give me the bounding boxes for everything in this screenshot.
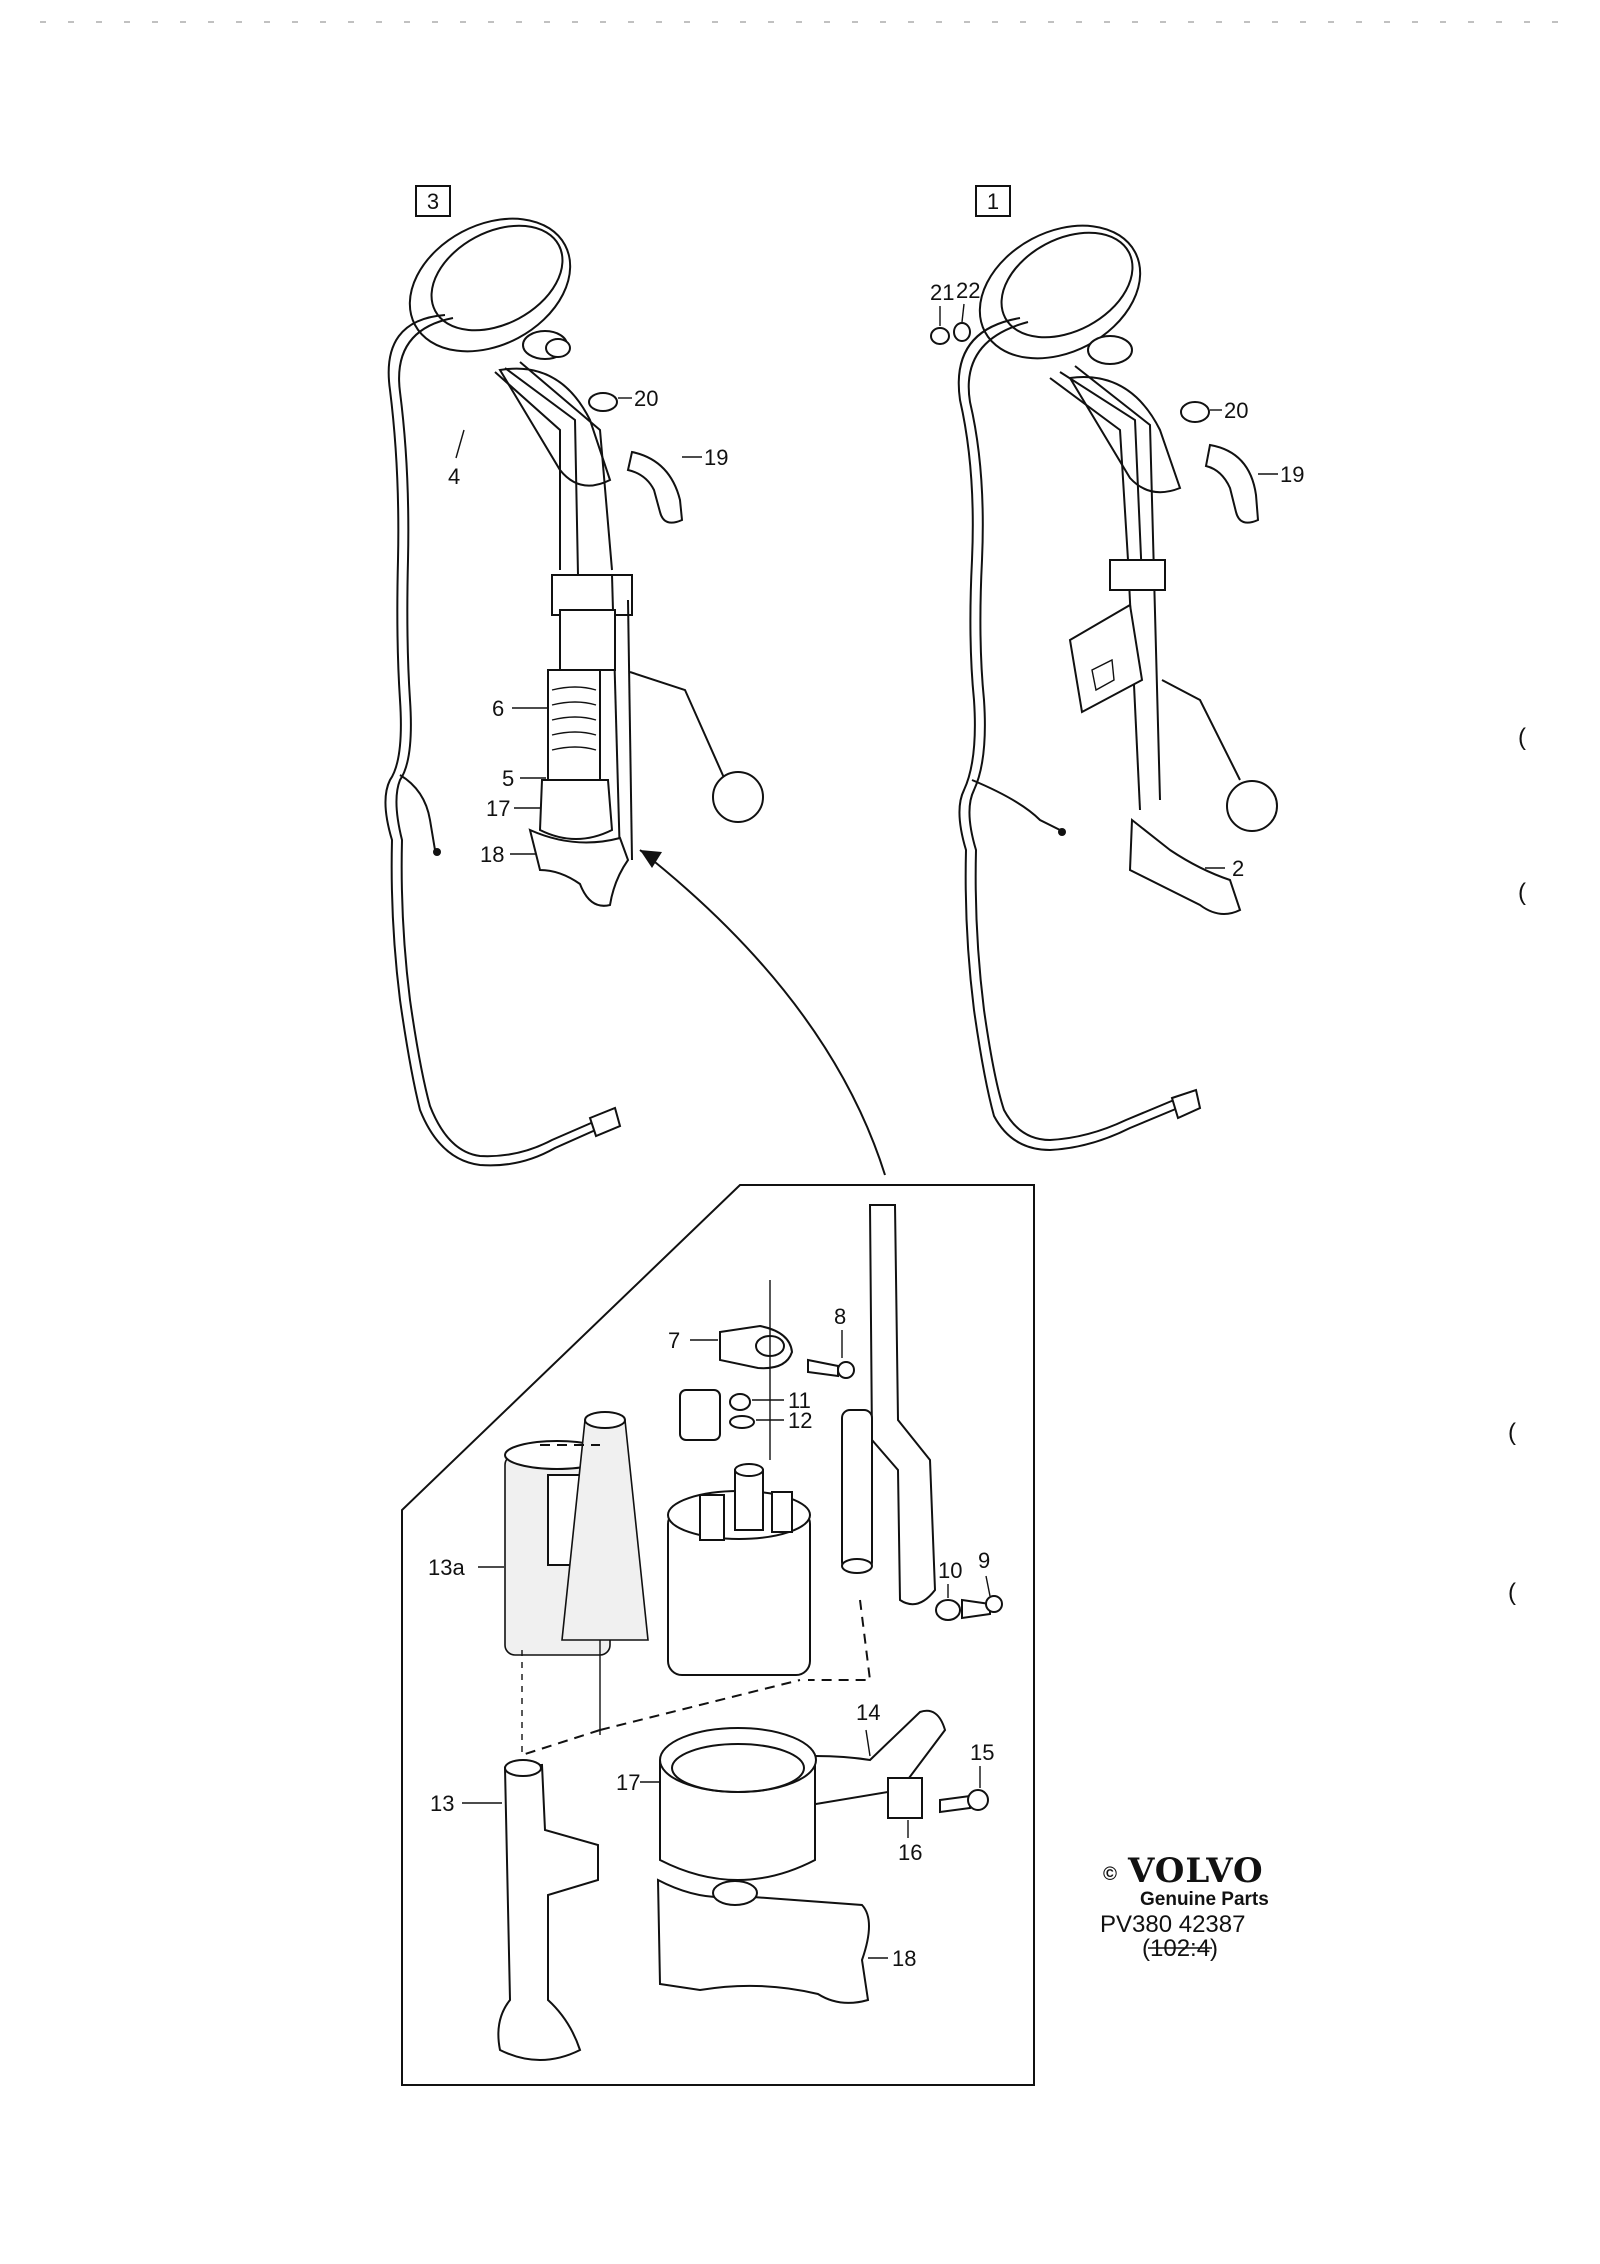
pickup-13 [497, 1763, 599, 2061]
rubber-hose [626, 450, 684, 524]
callout-21: 21 [930, 280, 954, 305]
wire-branch [399, 774, 436, 851]
rubber-damper [679, 1389, 721, 1441]
callout-20: 20 [1224, 398, 1248, 423]
outlet-nozzle [1087, 335, 1133, 365]
float-ball [712, 771, 764, 823]
variant-1-box [975, 185, 1011, 217]
pump-holder [538, 779, 614, 840]
pickup-tube [1128, 817, 1242, 915]
variant-3-label: 3 [427, 189, 439, 214]
copyright-symbol: © [1103, 1864, 1117, 1885]
callout-17: 17 [616, 1770, 640, 1795]
connector-plug [588, 1106, 622, 1138]
callout-6: 6 [492, 696, 504, 721]
detail-frame [401, 1184, 1035, 2086]
callout-13: 13 [430, 1791, 454, 1816]
margin-mark: ( [1508, 1419, 1516, 1446]
callout-22: 22 [956, 278, 980, 303]
callout-15: 15 [970, 1740, 994, 1765]
callout-19: 19 [1280, 462, 1304, 487]
hose-clamp [588, 392, 618, 412]
genuine-parts-text: Genuine Parts [1140, 1889, 1269, 1910]
callout-8: 8 [834, 1304, 846, 1329]
callout-18: 18 [892, 1946, 916, 1971]
callout-19: 19 [704, 445, 728, 470]
holder-ring-17 [659, 1760, 816, 1881]
screw-8 [807, 1358, 839, 1378]
terminal [734, 1469, 764, 1531]
washer-12 [729, 1415, 755, 1429]
detail-arrow [639, 849, 886, 1176]
sender-unit [1068, 603, 1144, 714]
clip-21 [930, 327, 950, 345]
wiring-harness [957, 317, 1179, 1152]
margin-mark: ( [1518, 724, 1526, 751]
callout-18: 18 [480, 842, 504, 867]
terminal [699, 1494, 725, 1541]
screw-9 [961, 1598, 991, 1620]
float-ball [1226, 780, 1278, 832]
variant-1-assembly: 1 21 22 20 1 [930, 185, 1304, 1152]
variant-1-label: 1 [987, 189, 999, 214]
margin-mark: ( [1518, 879, 1526, 906]
brand-block: © VOLVO Genuine Parts PV380 42387 (102:4… [1100, 1851, 1269, 1962]
callout-9: 9 [978, 1548, 990, 1573]
wiring-harness [384, 314, 601, 1167]
exploded-detail: 7 8 11 12 13a 10 9 14 17 15 13 16 18 [401, 1184, 1035, 2086]
callout-10: 10 [938, 1558, 962, 1583]
screw-15 [939, 1794, 971, 1814]
callout-11: 11 [788, 1388, 811, 1413]
sender-tube [868, 1204, 937, 1606]
variant-3-box [415, 185, 451, 217]
rubber-hose [1204, 443, 1260, 524]
callout-16: 16 [898, 1840, 922, 1865]
volvo-logo-text: VOLVO [1127, 1851, 1264, 1891]
nut-11 [729, 1393, 751, 1411]
clip-22 [953, 322, 971, 342]
callout-7: 7 [668, 1328, 680, 1353]
tank-flange [978, 224, 1142, 360]
connector-plug [1170, 1088, 1202, 1120]
washer-10 [935, 1599, 961, 1621]
callout-5: 5 [502, 766, 514, 791]
terminal [771, 1491, 793, 1533]
strainer-18 [656, 1878, 870, 2004]
strainer [528, 828, 630, 907]
pump-pipe [841, 1409, 873, 1571]
part-ref-number: PV380 42387 [1100, 1911, 1245, 1938]
margin-mark: ( [1508, 1579, 1516, 1606]
clip-16 [887, 1777, 923, 1819]
hose-clamp [1180, 401, 1210, 423]
variant-3-assembly: 3 [384, 185, 764, 1167]
callout-20: 20 [634, 386, 658, 411]
margin-marks: ( ( ( ( [1508, 724, 1526, 1606]
callout-13a: 13a [428, 1555, 465, 1580]
callout-14: 14 [856, 1700, 880, 1725]
callout-17: 17 [486, 796, 510, 821]
callout-4: 4 [448, 464, 460, 489]
callout-12: 12 [788, 1408, 812, 1433]
callout-2: 2 [1232, 856, 1244, 881]
